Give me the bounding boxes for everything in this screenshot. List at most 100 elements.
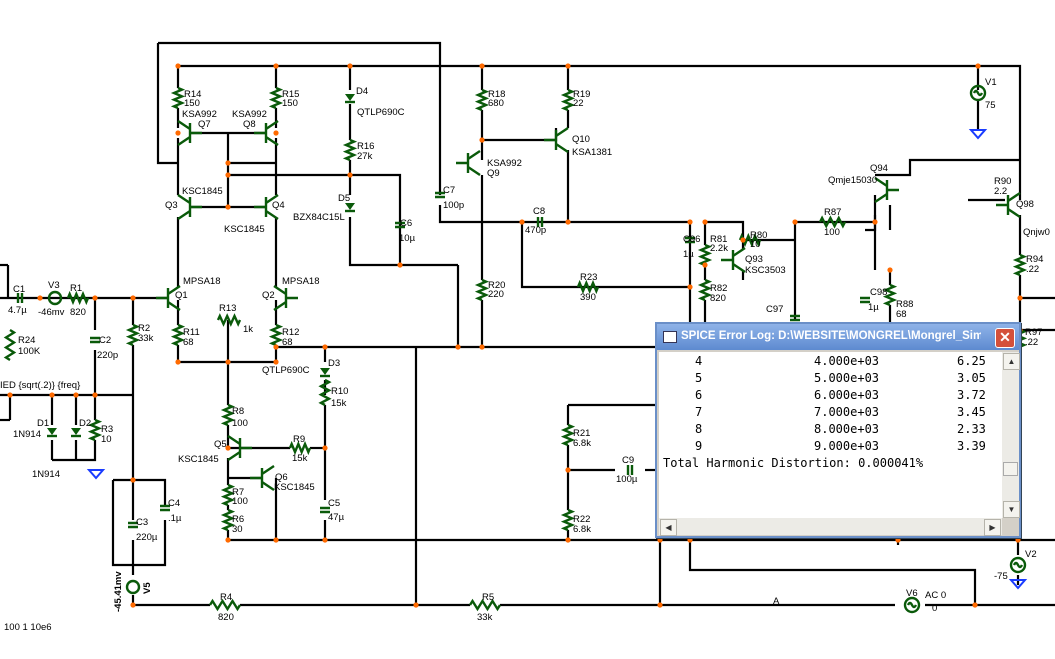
scroll-left-button[interactable]: ◀ <box>660 519 677 536</box>
junction <box>347 63 353 69</box>
component-label: R13 <box>219 303 236 314</box>
diode <box>345 94 355 101</box>
component-label: 100K <box>18 346 41 357</box>
resistor <box>576 279 600 295</box>
scroll-right-button[interactable]: ▶ <box>984 519 1001 536</box>
component-label: C96 <box>683 234 700 245</box>
circuit-components <box>3 84 1028 614</box>
resistor <box>1012 253 1028 277</box>
component-label: 68 <box>282 337 293 348</box>
junction <box>397 262 403 268</box>
component-label: R80 <box>750 230 767 241</box>
component-label: R20 <box>488 280 505 291</box>
component-label: R14 <box>184 89 201 100</box>
component-label: 30 <box>232 524 243 535</box>
component-label: R9 <box>293 434 305 445</box>
component-label: Q93 <box>745 254 763 265</box>
component-label: 100 <box>232 418 248 429</box>
junction <box>225 204 231 210</box>
junction <box>130 477 136 483</box>
wire <box>158 41 442 163</box>
transistor <box>544 127 569 153</box>
component-label: R18 <box>488 89 505 100</box>
resistor <box>268 86 284 110</box>
component-label: 220µ <box>136 532 158 543</box>
junction <box>455 344 461 350</box>
component-label: 10µ <box>399 233 416 244</box>
component-label: 10 <box>101 434 112 445</box>
junction <box>565 537 571 543</box>
capacitor <box>90 336 100 344</box>
circuit-labels: R14150KSA992Q7R15150KSA992Q8D4QTLP690CR1… <box>0 77 1050 633</box>
component-label: R5 <box>482 592 494 603</box>
component-label: Q1 <box>175 290 188 301</box>
close-button[interactable]: ✕ <box>995 328 1015 348</box>
resistor <box>560 423 576 447</box>
transistor <box>874 177 899 203</box>
component-label: QTLP690C <box>357 107 405 118</box>
vertical-scrollbar[interactable]: ▲ ▼ <box>1002 352 1020 518</box>
dialog-title-bar[interactable]: SPICE Error Log: D:\WEBSITE\MONGREL\Mong… <box>657 324 1019 350</box>
resistor <box>697 278 713 302</box>
wire <box>348 217 400 267</box>
component-label: R2 <box>138 323 150 334</box>
component-label: 33k <box>477 612 493 623</box>
resistor <box>474 278 490 302</box>
junction <box>972 602 978 608</box>
component-label: 100 1 10e6 <box>4 622 52 633</box>
component-label: 100 <box>232 496 248 507</box>
component-label: -75 <box>994 571 1008 582</box>
junction <box>519 219 525 225</box>
transistor <box>254 120 279 146</box>
component-label: R97 <box>1025 327 1042 338</box>
component-label: -46mv <box>38 307 65 318</box>
source-wave <box>972 89 984 97</box>
component-label: R4 <box>220 592 232 603</box>
scroll-thumb[interactable] <box>1003 462 1018 476</box>
harmonic-number: 9 <box>695 439 703 453</box>
circuit-junctions <box>7 63 1023 608</box>
resistor <box>3 328 17 362</box>
harmonic-number: 5 <box>695 371 703 385</box>
transistor <box>177 120 202 146</box>
component-label: V6 <box>906 588 918 599</box>
component-label: KSC1845 <box>182 186 223 197</box>
transistor <box>996 192 1021 218</box>
component-label: 1N914 <box>32 469 60 480</box>
component-label: D5 <box>338 193 350 204</box>
scroll-up-button[interactable]: ▲ <box>1003 353 1020 370</box>
resistor <box>560 508 576 532</box>
junction <box>872 219 878 225</box>
junction <box>225 172 231 178</box>
component-label: C2 <box>99 335 111 346</box>
component-label: Q9 <box>487 168 500 179</box>
resistor <box>697 243 713 267</box>
transistor <box>273 285 298 311</box>
wire <box>875 158 1020 177</box>
diode <box>47 428 57 435</box>
component-label: 4.7µ <box>8 305 27 316</box>
wire <box>156 43 178 165</box>
junction <box>895 537 901 543</box>
voltage-source <box>1009 556 1027 574</box>
component-label: V1 <box>985 77 997 88</box>
voltage-source <box>125 579 141 595</box>
junction <box>740 237 746 243</box>
component-label: Q94 <box>870 163 888 174</box>
component-label: 820 <box>70 307 86 318</box>
junction <box>175 130 181 136</box>
scroll-down-button[interactable]: ▼ <box>1003 501 1020 518</box>
horizontal-scrollbar[interactable]: ◀ ▶ <box>659 518 1002 536</box>
capacitor <box>626 465 634 475</box>
spice-error-log-window[interactable]: SPICE Error Log: D:\WEBSITE\MONGREL\Mong… <box>655 322 1021 538</box>
component-label: 100 <box>824 227 840 238</box>
transistor <box>456 150 481 176</box>
component-label: KSC1845 <box>178 454 219 465</box>
component-label: C4 <box>168 498 180 509</box>
component-label: Q2 <box>262 290 275 301</box>
component-label: 22 <box>573 98 584 109</box>
junction <box>225 445 231 451</box>
junction <box>73 392 79 398</box>
